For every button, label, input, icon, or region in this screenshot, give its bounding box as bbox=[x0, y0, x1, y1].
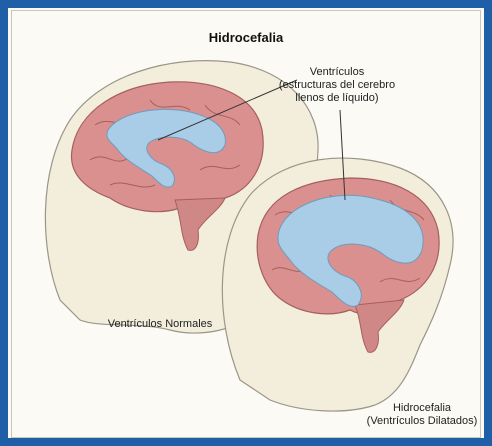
ventricles-label: Ventrículos (estructuras del cerebro lle… bbox=[262, 66, 412, 105]
normal-ventricles-label: Ventrículos Normales bbox=[85, 318, 235, 331]
ventricles-label-line3: llenos de líquido) bbox=[262, 92, 412, 105]
ventricles-label-line1: Ventrículos bbox=[262, 66, 412, 79]
hydrocephalus-label-line2: (Ventrículos Dilatados) bbox=[352, 415, 492, 428]
ventricles-label-line2: (estructuras del cerebro bbox=[262, 79, 412, 92]
hydrocephalus-label-line1: Hidrocefalia bbox=[352, 402, 492, 415]
figure-title: Hidrocefalia bbox=[0, 30, 492, 45]
hydrocephalus-label: Hidrocefalia (Ventrículos Dilatados) bbox=[352, 402, 492, 428]
